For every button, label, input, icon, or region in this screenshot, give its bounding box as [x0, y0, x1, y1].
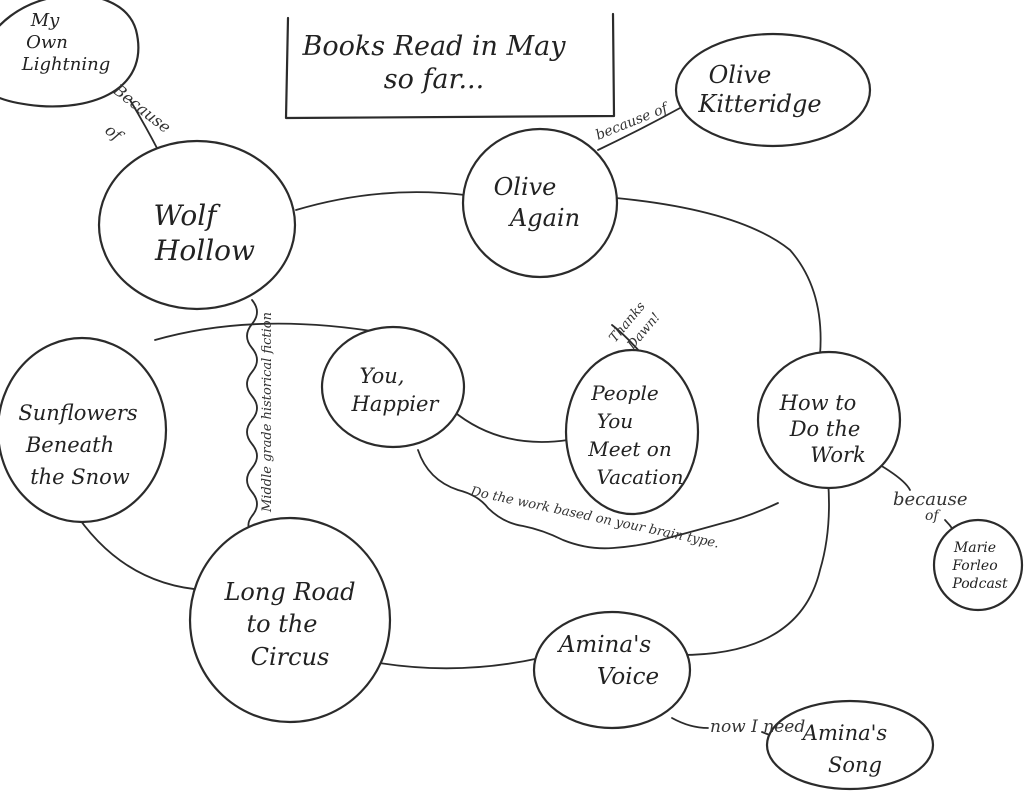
node-label-line: Wolf [153, 199, 221, 232]
node-label-line: to the [246, 610, 317, 638]
node-label-line: Olive [709, 61, 772, 89]
node-label-line: Amina's [801, 721, 888, 745]
connector-wavy-middle-grade [246, 299, 258, 531]
node-label-line: Happier [351, 392, 441, 416]
connector-olive-again-work [615, 197, 822, 356]
node-label-line: My [30, 10, 60, 31]
node-shape [461, 127, 619, 279]
node-label-line: Forleo [951, 558, 997, 574]
node-sunflowers: Sunflowers Beneath the Snow [0, 336, 168, 524]
node-label-line: Long Road [223, 578, 355, 606]
node-shape [97, 139, 297, 311]
connector-amina-now [671, 717, 709, 729]
node-how-to-do-the-work: How to Do the Work [756, 350, 902, 490]
node-label-line: Hollow [154, 234, 255, 267]
node-wolf-hollow: Wolf Hollow [97, 139, 297, 311]
edge-label-because-of-olive: because of [594, 99, 673, 143]
node-shape [320, 325, 466, 449]
node-shape [765, 699, 935, 791]
title-frame [284, 12, 616, 120]
node-label-line: Own [26, 32, 68, 53]
node-shape [0, 0, 140, 108]
node-label-line: You, [360, 364, 405, 388]
node-marie-forleo-podcast: Marie Forleo Podcast [932, 518, 1024, 612]
node-shape [0, 336, 168, 524]
node-label-line: Marie [953, 540, 996, 556]
node-long-road-to-the-circus: Long Road to the Circus [188, 516, 392, 724]
node-label-line: Sunflowers [18, 401, 138, 425]
node-olive-kitteridge: Olive Kitteridge [674, 32, 872, 148]
node-label-line: Amina's [557, 632, 652, 658]
node-shape [532, 610, 692, 730]
connector-olive-again-kitteridge [597, 107, 681, 151]
node-label-line: You [597, 409, 633, 433]
node-label-line: Again [508, 204, 580, 232]
node-label-line: Song [828, 753, 882, 777]
node-label-line: Lightning [21, 54, 111, 75]
edge-label-middle-grade: Middle grade historical fiction [260, 312, 275, 513]
node-label-line: How to [779, 391, 857, 415]
connector-you-people [451, 409, 569, 443]
title-line-1: Books Read in May [301, 31, 566, 62]
connector-wavy-brain-type [417, 449, 779, 550]
edge-label-of-marie: of [925, 508, 941, 524]
edge-label-now-i-need: now I need [710, 717, 805, 737]
connector-wolf-olive-again [295, 191, 466, 211]
node-aminas-voice: Amina's Voice [532, 610, 692, 730]
node-label-line: Circus [251, 643, 330, 671]
node-shape [188, 516, 392, 724]
title-box: Books Read in May so far... [284, 12, 616, 120]
node-label-line: Podcast [951, 576, 1008, 592]
node-label-line: Work [810, 443, 866, 467]
connector-amina-work [679, 479, 830, 656]
node-label-line: People [590, 381, 658, 405]
node-people-you-meet-on-vacation: People You Meet on Vacation [564, 348, 700, 516]
edge-label-because-marie: because [893, 489, 967, 510]
node-olive-again: Olive Again [461, 127, 619, 279]
node-label-line: Voice [597, 664, 659, 690]
node-label-line: Do the [789, 417, 861, 441]
connector-lightning-wolf [129, 99, 159, 151]
connector-work-because [879, 464, 911, 491]
connector-sunflowers-you [154, 322, 396, 341]
node-label-line: Beneath [25, 433, 114, 457]
node-label-line: Olive [494, 173, 557, 201]
title-line-2: so far... [384, 64, 484, 95]
node-my-own-lightning: My Own Lightning [0, 0, 140, 108]
edge-label-of: of [102, 120, 128, 146]
node-aminas-song: Amina's Song [765, 699, 935, 791]
node-label-line: the Snow [30, 465, 130, 489]
node-label-line: Vacation [596, 465, 683, 489]
node-label-line: Meet on [587, 437, 671, 461]
node-you-happier: You, Happier [320, 325, 466, 449]
node-shape [564, 348, 700, 516]
node-shape [756, 350, 902, 490]
node-label-line: Kitteridge [697, 90, 821, 118]
node-shape [932, 518, 1024, 612]
node-shape [674, 32, 872, 148]
